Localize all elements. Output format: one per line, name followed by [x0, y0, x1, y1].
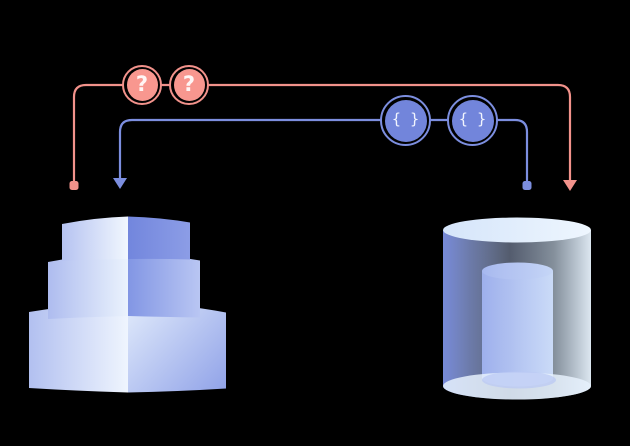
braces-icon: { } [384, 99, 427, 142]
braces-badge-1: { } [380, 95, 431, 146]
question-icon: ? [126, 69, 158, 101]
stepped-pyramid [29, 216, 226, 393]
question-badge-2: ? [169, 65, 209, 105]
braces-icon: { } [451, 99, 494, 142]
question-flow-arrowhead [563, 180, 577, 191]
question-icon: ? [173, 69, 205, 101]
question-flow-path [72, 83, 572, 185]
inner-cylinder-base-shadow [482, 371, 556, 389]
database-cylinder [443, 217, 591, 400]
pyramid-top-tier-right-face [128, 216, 190, 260]
pyramid-middle-tier-right-face [128, 253, 200, 318]
pyramid-middle-tier-left-face [48, 253, 128, 319]
outer-cylinder-body [443, 230, 591, 400]
pyramid-bottom-tier-right-face [128, 302, 226, 393]
pyramid-bottom-tier-left-face [29, 302, 128, 393]
question-flow-line [69, 83, 577, 191]
pyramid-top-tier-left-face [62, 216, 128, 261]
outer-cylinder-top [443, 217, 591, 243]
braces-flow-arrowhead [113, 178, 127, 189]
braces-flow-line [113, 118, 532, 190]
question-badge-1: ? [122, 65, 162, 105]
braces-flow-path [118, 118, 529, 184]
braces-flow-origin-dot [522, 181, 532, 190]
question-flow-origin-dot [69, 181, 79, 190]
braces-badge-2: { } [447, 95, 498, 146]
